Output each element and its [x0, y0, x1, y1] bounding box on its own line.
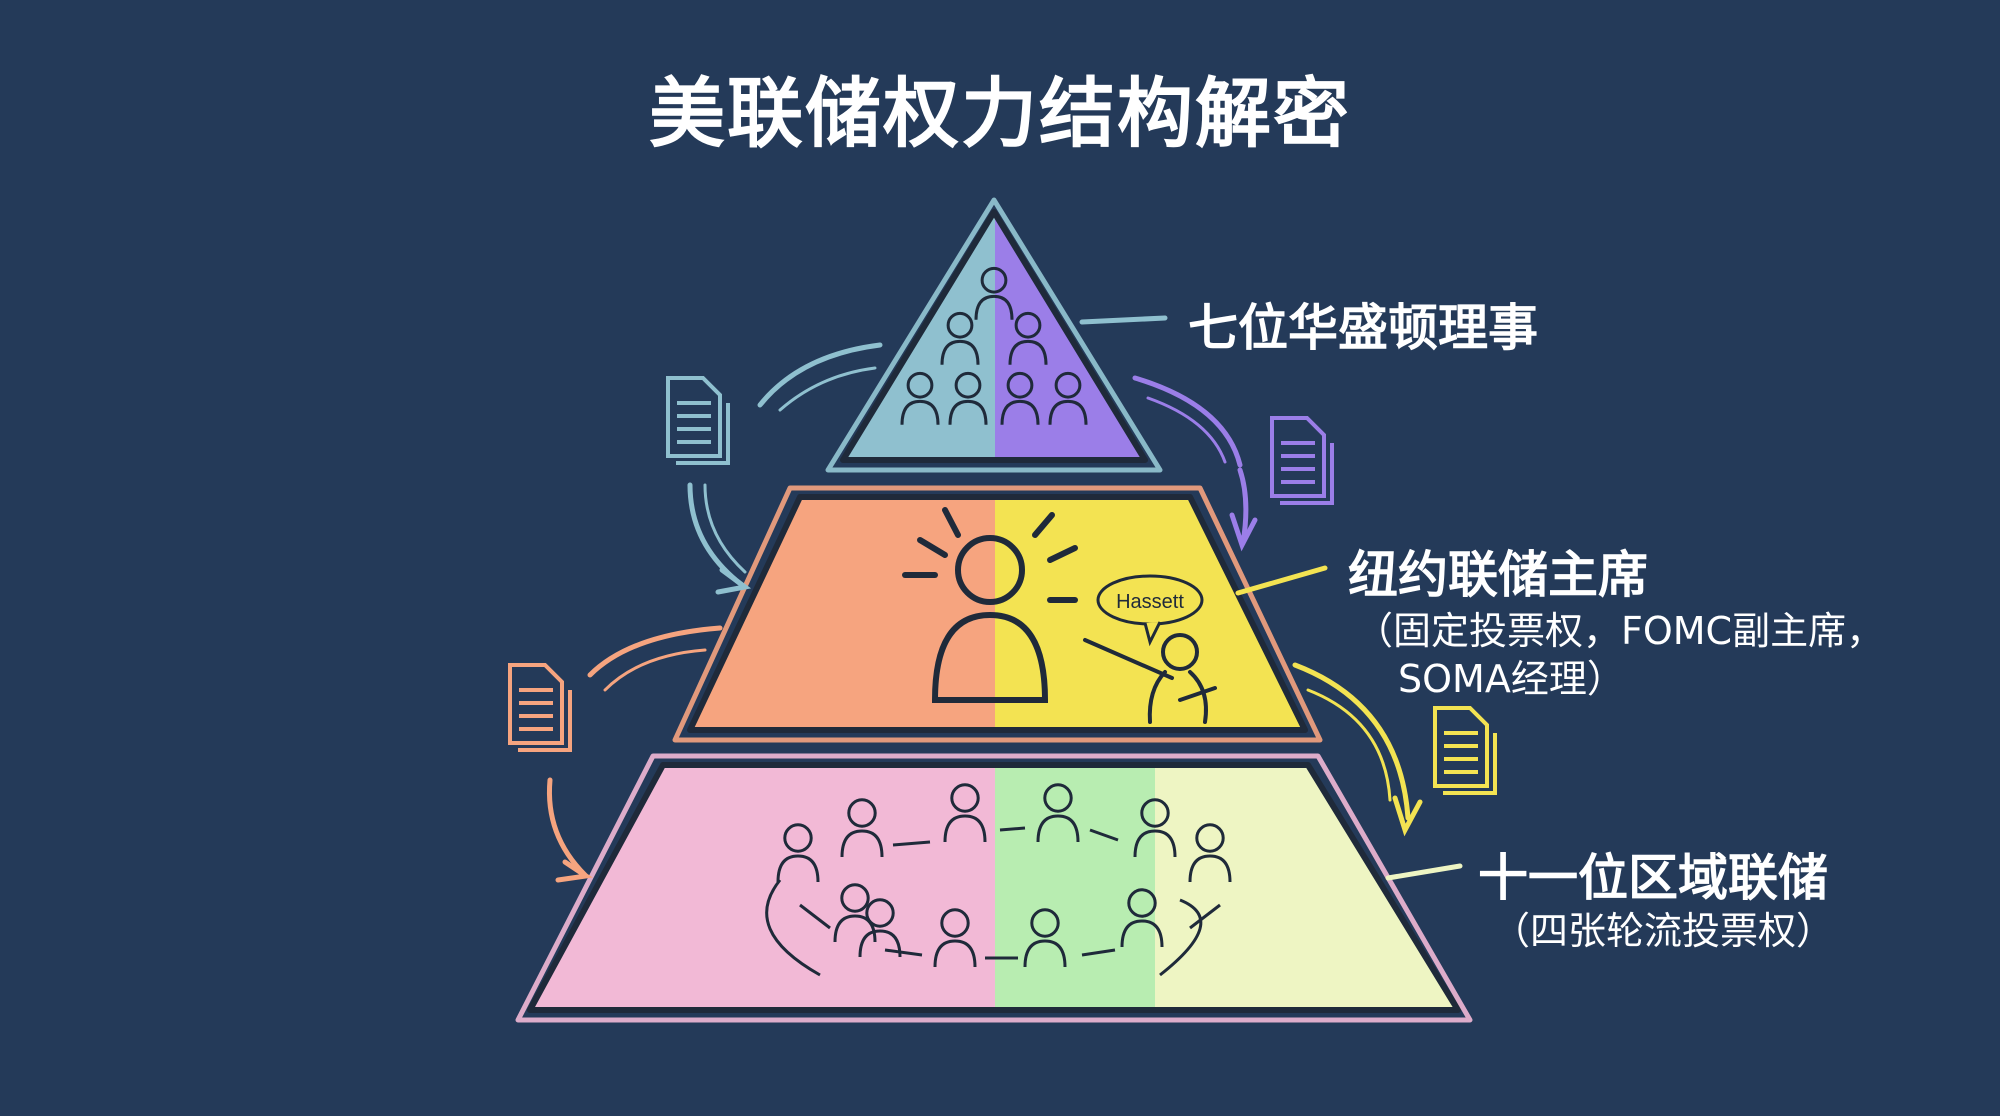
label-ny-fed-detail-line1: （固定投票权，FOMC副主席，: [1355, 609, 1885, 653]
flow-arrow: [1081, 948, 1116, 957]
person-icon: [840, 798, 884, 858]
person-icon: [1008, 311, 1048, 365]
arc-left-lower: [546, 777, 588, 878]
flow-arrow: [892, 840, 931, 847]
middle-tier-outline: [687, 494, 1308, 733]
arc-top-left: [757, 342, 883, 408]
pointing-figure: [1083, 633, 1217, 724]
person-icon: [1023, 908, 1067, 968]
label-regional-feds-detail: （四张轮流投票权）: [1492, 909, 1835, 953]
chair-figure: [902, 507, 1078, 703]
person-icon: [1000, 371, 1040, 425]
arc-middle-right-inner: [1306, 688, 1392, 802]
top-tier: [825, 197, 1163, 473]
arrowhead-left-lower: [555, 859, 593, 883]
label-ny-fed-president: 纽约联储主席: [1348, 546, 1648, 604]
speech-bubble-text: Hassett: [1116, 591, 1184, 613]
bottom-tier-outline: [527, 762, 1461, 1013]
speech-bubble: Hassett: [1096, 574, 1204, 647]
person-icon: [1120, 888, 1164, 948]
ray: [917, 537, 948, 558]
arc-top-right-inner: [1146, 396, 1227, 464]
speech-bubble-tail: [1143, 621, 1162, 647]
chair-body: [931, 611, 1049, 703]
chair-head: [955, 535, 1025, 605]
document-icon: [666, 376, 730, 465]
arc-middle-right: [1292, 662, 1411, 821]
person-icon: [833, 883, 877, 943]
flow-arrow: [884, 948, 923, 957]
bottom-tier-cream-fill: [1155, 765, 1458, 1010]
page-title: 美联储权力结构解密: [649, 69, 1351, 158]
label-regional-feds: 十一位区域联储: [1478, 849, 1828, 907]
person-icon: [948, 371, 988, 425]
top-tier-halo: [825, 197, 1163, 473]
label-washington-governors: 七位华盛顿理事: [1188, 299, 1538, 357]
arc-middle-left: [587, 625, 723, 678]
connector-bottom: [1385, 863, 1463, 881]
person-icon: [900, 371, 940, 425]
pointer-arm: [1083, 638, 1174, 680]
bottom-tier-people: [776, 783, 1232, 968]
arc-left-upper-inner: [703, 483, 747, 574]
bottom-tier: [515, 753, 1473, 1023]
person-icon: [974, 266, 1014, 320]
middle-tier-halo: [672, 485, 1323, 743]
arc-top-right: [1132, 375, 1243, 468]
person-icon: [1188, 823, 1232, 883]
label-ny-fed-detail-line2: SOMA经理）: [1398, 657, 1625, 701]
document-icon: [1433, 706, 1497, 795]
bottom-tier-green-fill: [995, 765, 1155, 1010]
person-icon: [1036, 783, 1080, 843]
arrowhead-middle-right: [1392, 795, 1423, 837]
flow-arrow: [765, 879, 821, 977]
top-tier-people: [900, 266, 1088, 425]
flow-arrow: [1159, 898, 1203, 977]
person-icon: [943, 783, 987, 843]
arc-top-right-down: [1237, 467, 1249, 546]
ray: [1047, 545, 1078, 563]
ray: [1032, 512, 1055, 538]
person-icon: [1133, 798, 1177, 858]
arc-middle-left-inner: [603, 648, 707, 692]
flow-arrow: [1089, 828, 1119, 842]
pointer-head: [1161, 633, 1199, 671]
flow-arrow: [799, 903, 831, 930]
bottom-tier-halo: [515, 753, 1473, 1023]
person-icon: [858, 898, 902, 958]
bottom-tier-arrows: [765, 826, 1221, 977]
bottom-tier-pink-fill: [530, 765, 995, 1010]
person-icon: [940, 311, 980, 365]
flow-arrow: [999, 826, 1026, 832]
document-icons: [508, 376, 1497, 795]
pointer-hand: [1178, 686, 1217, 702]
flow-arrow: [1189, 903, 1221, 930]
top-tier-outline: [840, 209, 1148, 463]
connector-top: [1079, 315, 1168, 325]
document-icon: [508, 663, 572, 752]
connector-middle: [1235, 565, 1328, 596]
arrowhead-left-upper: [715, 567, 752, 595]
person-icon: [1048, 371, 1088, 425]
person-icon: [933, 908, 977, 968]
flow-arcs: [546, 342, 1423, 883]
ray: [942, 507, 961, 538]
document-icon: [1270, 416, 1334, 505]
middle-tier: Hassett: [672, 485, 1323, 743]
person-icon: [776, 823, 820, 883]
arc-top-left-inner: [778, 366, 877, 412]
